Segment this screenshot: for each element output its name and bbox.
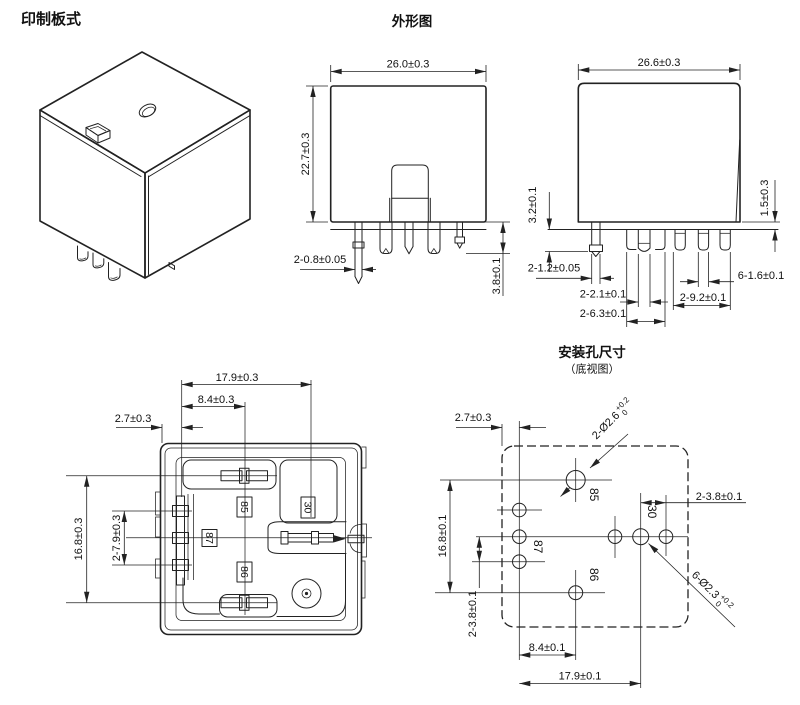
side-view: 26.6±0.3 3.2±0.1 1.5±0.3 2-1.2±0.05 2-2.… bbox=[527, 57, 784, 327]
mounting-label-85: 85 bbox=[587, 488, 601, 502]
pin-label-30: 30 bbox=[300, 496, 316, 519]
bottom-dim-height-pitch: 16.8±0.3 bbox=[73, 518, 85, 561]
mounting-dim-pitch-mid: 8.4±0.1 bbox=[529, 642, 566, 654]
mounting-dim-pitch-wide: 17.9±0.1 bbox=[559, 671, 602, 683]
clip-tab bbox=[85, 123, 111, 144]
rivet-circle bbox=[291, 578, 322, 609]
pin-label-87: 87 bbox=[201, 529, 218, 547]
svg-text:6-Ø2.3: 6-Ø2.3 bbox=[689, 569, 721, 601]
side-dim-left: 3.2±0.1 bbox=[527, 187, 539, 224]
front-pins bbox=[352, 221, 465, 284]
front-dim-width: 26.0±0.3 bbox=[387, 59, 430, 71]
bottom-dim-offset-left: 2.7±0.3 bbox=[115, 413, 152, 425]
side-dim-pin-thin: 2-1.2±0.05 bbox=[528, 263, 581, 275]
title-mounting: 安装孔尺寸 bbox=[558, 344, 626, 360]
side-dim-group-span: 2-9.2±0.1 bbox=[680, 292, 726, 304]
front-dim-height: 22.7±0.3 bbox=[300, 133, 312, 176]
mounting-view: 85 30 87 86 2.7±0.3 2-Ø2.6 +0.2 0 6-Ø2.3… bbox=[435, 395, 746, 688]
svg-text:0: 0 bbox=[713, 599, 723, 609]
mounting-dim-pitch-right: 2-3.8±0.1 bbox=[696, 491, 742, 503]
side-dim-slot-inner: 2-2.1±0.1 bbox=[580, 289, 626, 301]
mounting-dim-hole-small: 6-Ø2.3 +0.2 0 bbox=[689, 569, 736, 610]
svg-text:2-Ø2.6: 2-Ø2.6 bbox=[590, 410, 622, 442]
title-mounting-sub: （底视图） bbox=[565, 362, 620, 376]
front-view: 26.0±0.3 22.7±0.3 2-0.8±0.05 3.8±0.1 bbox=[294, 59, 510, 296]
bottom-view: 85 30 87 86 17.9±0.3 8.4±0.3 2.7±0.3 16.… bbox=[66, 372, 372, 636]
mounting-dim-hole-large: 2-Ø2.6 +0.2 0 bbox=[590, 395, 631, 442]
left-pin-rail bbox=[172, 495, 189, 586]
isometric-view bbox=[39, 51, 251, 281]
mounting-dim-offset-left: 2.7±0.3 bbox=[455, 412, 492, 424]
side-dim-width: 26.6±0.3 bbox=[638, 57, 681, 69]
svg-text:30: 30 bbox=[302, 502, 314, 514]
iso-pins bbox=[77, 245, 175, 281]
side-dim-pin-wide: 6-1.6±0.1 bbox=[738, 270, 784, 282]
mounting-label-87: 87 bbox=[531, 540, 545, 554]
side-dim-slot-outer: 2-6.3±0.1 bbox=[580, 308, 626, 320]
svg-text:86: 86 bbox=[238, 566, 250, 578]
svg-text:87: 87 bbox=[203, 532, 215, 544]
title-outline: 外形图 bbox=[392, 13, 433, 29]
svg-text:0: 0 bbox=[620, 408, 630, 418]
mounting-dim-height-pitch: 16.8±0.1 bbox=[437, 515, 449, 558]
mounting-label-30: 30 bbox=[645, 505, 659, 519]
side-pins bbox=[589, 221, 731, 257]
pin-label-85: 85 bbox=[236, 496, 253, 518]
front-dim-pin-length: 3.8±0.1 bbox=[491, 258, 503, 295]
mounting-holes bbox=[512, 470, 674, 601]
side-dim-right: 1.5±0.3 bbox=[759, 180, 771, 217]
mounting-label-86: 86 bbox=[587, 568, 601, 582]
bottom-dim-pitch-mid: 8.4±0.3 bbox=[198, 394, 235, 406]
pin-label-86: 86 bbox=[236, 561, 253, 583]
mounting-dim-pitch-left: 2-3.8±0.1 bbox=[467, 591, 479, 637]
svg-text:85: 85 bbox=[238, 501, 250, 513]
bottom-dim-pin-pitch: 2-7.9±0.3 bbox=[111, 515, 123, 561]
title-main: 印制板式 bbox=[21, 10, 81, 28]
bottom-dim-pitch-wide: 17.9±0.3 bbox=[216, 372, 259, 384]
top-hole-icon bbox=[138, 103, 157, 118]
front-dim-pin-thin: 2-0.8±0.05 bbox=[294, 254, 347, 266]
